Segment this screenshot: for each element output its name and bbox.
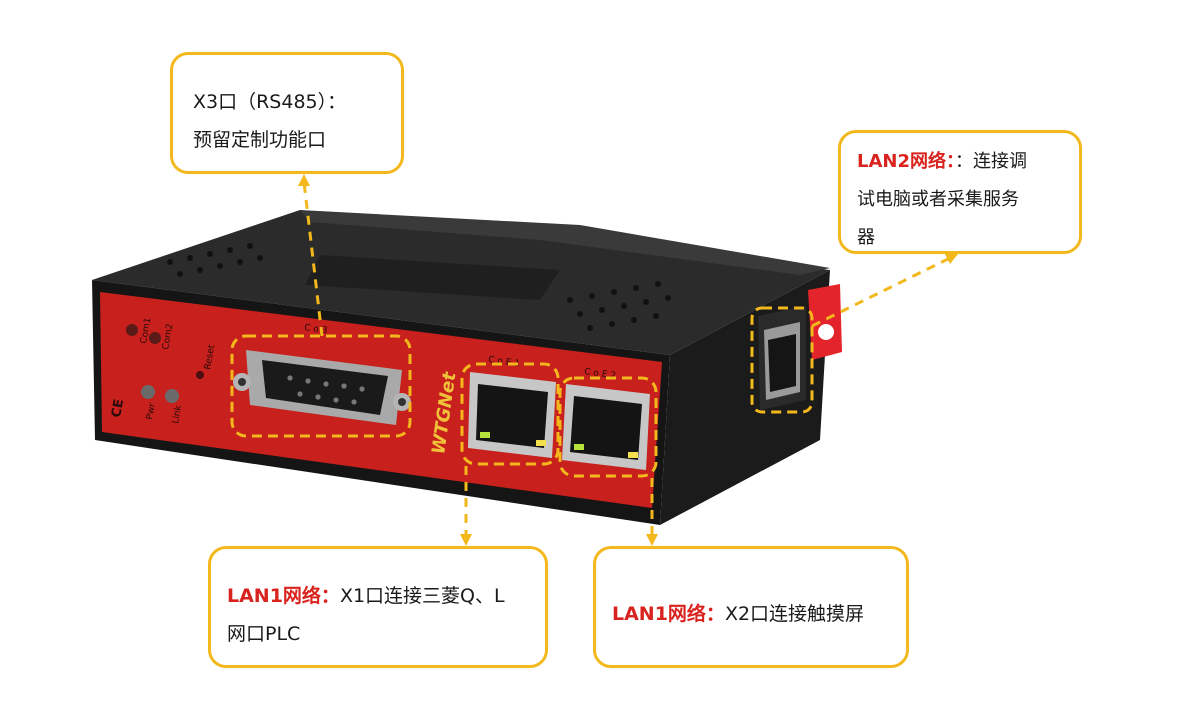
rj45-port-lan2	[758, 306, 806, 410]
led-label-com1: Com1	[139, 317, 153, 345]
arrow-x1	[460, 534, 472, 546]
callout-lan1-x1-title: LAN1网络：	[227, 585, 340, 607]
callout-lan2-title: LAN2网络：	[857, 151, 955, 172]
leader-lan2	[811, 256, 951, 328]
callout-lan2-line3: 器	[857, 227, 875, 248]
din-rail-clip	[808, 284, 842, 360]
housing-top-panel	[305, 255, 560, 300]
arrow-lan2	[944, 252, 958, 264]
housing-top-ridge	[300, 210, 830, 275]
com2-led	[149, 332, 161, 344]
rj45-port-x1	[468, 372, 556, 458]
callout-lan2-line1: LAN2网络：：连接调	[857, 143, 1067, 181]
callout-x3-rs485: X3口（RS485）： 预留定制功能口	[170, 52, 404, 174]
callout-lan2-line2: 试电脑或者采集服务	[857, 189, 1019, 210]
callout-lan1-x2-title: LAN1网络：	[612, 603, 725, 625]
rj45-port-x2	[562, 384, 650, 470]
highlight-x1	[460, 362, 560, 466]
arrow-x3	[298, 174, 310, 186]
leader-x3	[302, 181, 324, 337]
vent-holes	[167, 243, 671, 331]
callout-lan1-x2-line1: LAN1网络：X2口连接触摸屏	[612, 595, 896, 633]
status-leds	[126, 324, 204, 403]
callout-lan2: LAN2网络：：连接调 试电脑或者采集服务 器	[838, 130, 1082, 254]
highlight-x3	[230, 334, 412, 438]
callout-lan1-x1: LAN1网络：X1口连接三菱Q、L 网口PLC	[208, 546, 548, 668]
db9-serial-port	[233, 350, 411, 425]
com1-led	[126, 324, 138, 336]
ce-mark: CE	[109, 398, 127, 419]
pwr-led	[141, 385, 155, 399]
callout-x3-line1: X3口（RS485）：	[193, 91, 347, 113]
link-led	[165, 389, 179, 403]
callout-lan1-x2-text1: X2口连接触摸屏	[724, 603, 865, 625]
reset-button	[196, 371, 204, 379]
arrow-x2	[646, 534, 658, 546]
callout-lan1-x2: LAN1网络：X2口连接触摸屏	[593, 546, 909, 668]
callout-lan2-text1: ：连接调	[955, 151, 1027, 172]
led-label-pwr: Pwr	[145, 402, 158, 420]
callout-x3-line2: 预留定制功能口	[193, 129, 327, 151]
callout-lan1-x1-text1: X1口连接三菱Q、L	[339, 585, 505, 607]
led-label-link: Link	[171, 404, 184, 425]
port-label-x1: C o E 1	[488, 355, 521, 369]
highlight-lan2	[750, 306, 814, 414]
led-label-com2: Com2	[161, 323, 175, 351]
highlight-x2	[558, 376, 658, 478]
reset-label: Reset	[203, 344, 217, 371]
callout-lan1-x1-line1: LAN1网络：X1口连接三菱Q、L	[227, 577, 533, 615]
callout-lan1-x1-line2: 网口PLC	[227, 623, 301, 645]
